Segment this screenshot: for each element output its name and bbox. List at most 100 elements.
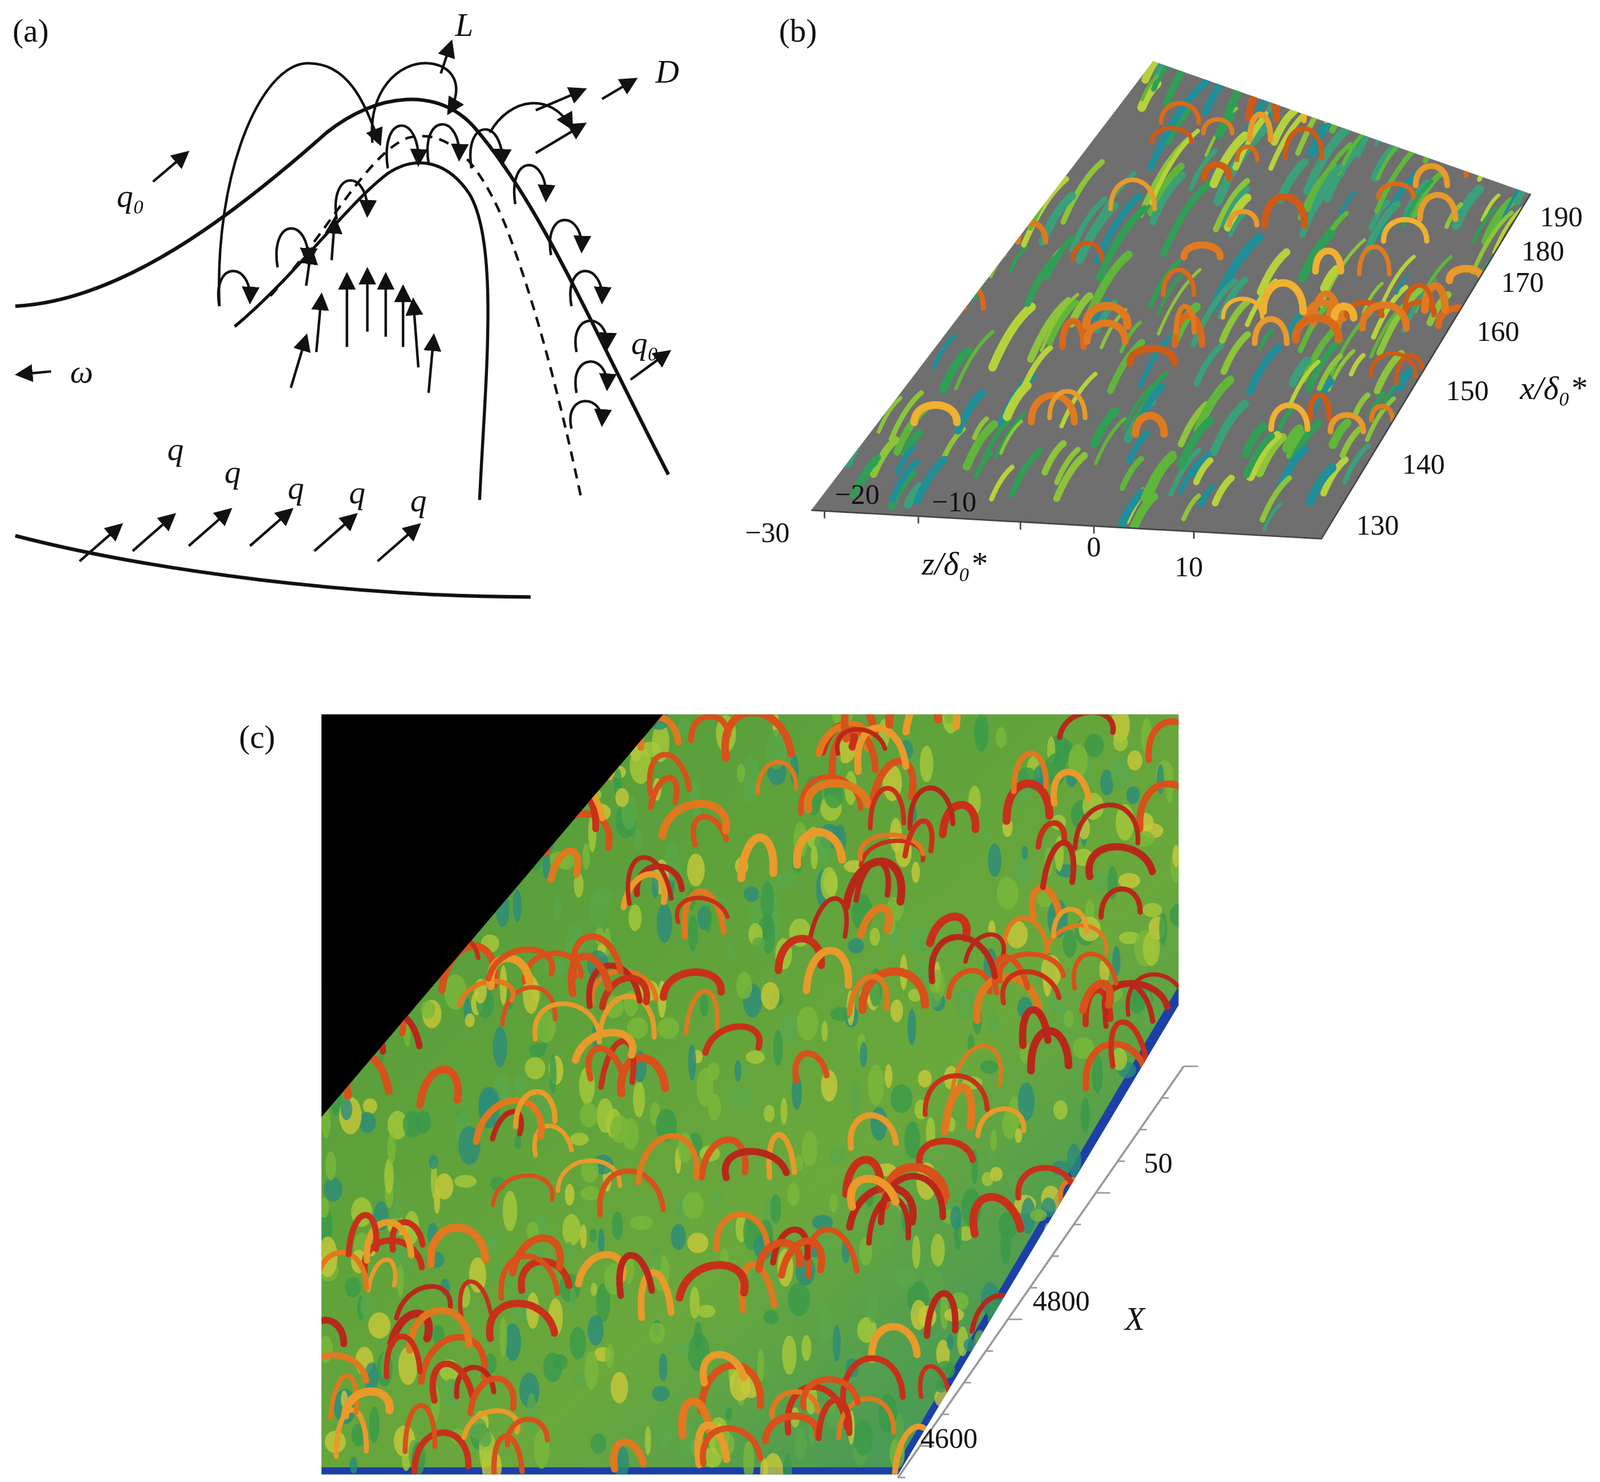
vortex-blob [446, 878, 454, 905]
vortex-blob [481, 876, 501, 902]
vortex-blob [1102, 1344, 1114, 1360]
hairpin-vortex [475, 1100, 541, 1142]
vortex-blob [504, 796, 525, 825]
hairpin-vortex [964, 288, 984, 309]
vortex-blob [1090, 1346, 1109, 1368]
vortex-streak [1314, 167, 1340, 206]
vortex-blob [987, 1330, 1010, 1368]
hairpin-vortex [677, 897, 728, 922]
hairpin-vortex [662, 803, 727, 836]
wall-plane [811, 60, 1531, 539]
vortex-blob [1063, 1322, 1083, 1339]
vortex-blob [770, 1194, 781, 1224]
hairpin-vortex [641, 1272, 672, 1318]
symbol-label: q [224, 454, 242, 488]
vortex-blob [729, 1086, 752, 1110]
symbol-label: X [1124, 1301, 1145, 1335]
vortex-streak [1324, 269, 1337, 289]
sketch-line [316, 295, 322, 352]
vortex-blob [590, 1432, 607, 1454]
vortex-streak [1007, 385, 1028, 417]
axis-tick-label: 0 [1086, 532, 1102, 561]
hairpin-vortex [1127, 974, 1189, 1016]
vortex-streak [1319, 356, 1341, 389]
vortex-blob [1014, 853, 1032, 885]
vortex-streak [1332, 422, 1347, 445]
vortex-blob [982, 826, 991, 844]
hairpin-vortex [489, 1303, 555, 1339]
hairpin-vortex [343, 882, 397, 923]
vortex-blob [615, 788, 630, 808]
vortex-blob [1062, 1411, 1081, 1445]
vortex-streak [1401, 31, 1438, 88]
vortex-streak [1223, 334, 1248, 372]
vortex-blob [384, 1158, 394, 1195]
hairpin-vortex [304, 1320, 344, 1349]
vortex-blob [1012, 1347, 1033, 1379]
vortex-blob [1079, 1384, 1096, 1408]
vortex-blob [501, 738, 515, 763]
axis-tick [1073, 1223, 1082, 1226]
hairpin-vortex [914, 405, 958, 423]
vortex-blob [734, 1060, 742, 1082]
vortex-blob [713, 1191, 723, 1207]
sketch-line [601, 79, 635, 100]
vortex-blob [564, 1183, 575, 1207]
hairpin-vortex [1139, 783, 1200, 829]
vortex-streak [1466, 30, 1525, 121]
vortex-blob [353, 760, 368, 800]
vortex-blob [1134, 1244, 1147, 1272]
vortex-blob [726, 939, 734, 960]
vortex-blob [367, 714, 385, 731]
hairpin-vortex [368, 1259, 396, 1291]
axis-tick-label: 50 [1143, 1149, 1173, 1178]
axis-tick [1193, 531, 1195, 540]
vortex-blob [694, 1321, 703, 1349]
hairpin-vortex [803, 1379, 858, 1408]
hairpin-vortex [1285, 128, 1323, 158]
vortex-streak [992, 306, 1032, 368]
vortex-blob [541, 826, 555, 854]
sketch-line [234, 163, 488, 500]
vortex-blob [428, 1154, 439, 1170]
hairpin-vortex [725, 712, 792, 759]
sketch-line [440, 42, 451, 74]
sketch-line [276, 228, 309, 268]
vortex-blob [525, 813, 544, 838]
vortex-blob [363, 1098, 378, 1114]
hairpin-vortex [420, 1069, 459, 1105]
sketch-line [428, 336, 434, 393]
vortex-blob [649, 1322, 666, 1344]
hairpin-vortex [870, 788, 905, 829]
axis-tick [917, 516, 920, 524]
hairpin-vortex [919, 1366, 949, 1397]
vortex-blob [316, 870, 332, 898]
vortex-streak [1564, 75, 1600, 159]
vortex-blob [1084, 733, 1105, 757]
vortex-blob [955, 986, 976, 1020]
vortex-blob [1024, 1362, 1034, 1391]
vortex-blob [340, 1098, 353, 1121]
vortex-blob [1110, 1186, 1118, 1222]
vortex-blob [1153, 1409, 1164, 1441]
vortex-streak [1010, 246, 1027, 272]
vortex-streak [1215, 478, 1232, 504]
hairpin-vortex [588, 1048, 623, 1079]
vortex-blob [689, 1286, 700, 1319]
hairpin-vortex [649, 754, 690, 795]
vortex-blob [1142, 902, 1162, 918]
hairpin-vortex [381, 892, 425, 918]
vortex-blob [609, 1114, 630, 1143]
vortex-streak [1459, 44, 1507, 117]
vortex-streak [974, 418, 987, 438]
sketch-line [153, 153, 187, 182]
vortex-streak [1543, 71, 1578, 124]
hairpin-vortex [353, 991, 386, 1036]
vortex-streak [1351, 355, 1364, 374]
vortex-blob [1092, 1055, 1103, 1094]
vortex-blob [890, 1084, 913, 1113]
vortex-blob [654, 1412, 674, 1450]
vortex-streak [1150, 82, 1207, 168]
hairpin-vortex [468, 710, 530, 747]
vortex-blob [1067, 1143, 1082, 1177]
